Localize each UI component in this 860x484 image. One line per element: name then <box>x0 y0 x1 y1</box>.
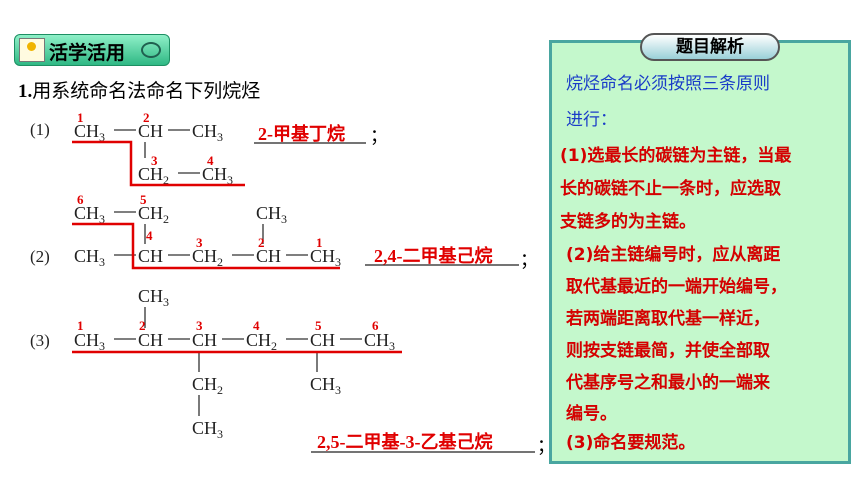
answer-2-punct: ； <box>520 250 538 270</box>
answer-1-punct: ； <box>370 126 388 146</box>
s3-ch3-sub: CH3 <box>310 374 341 397</box>
panel-rule-line-8: 代基序号之和最小的一端来 <box>566 373 770 393</box>
question-body: 用系统命名法命名下列烷烃 <box>32 80 261 102</box>
structural-formulas: CH3 CH CH3 CH2 CH3 CH3 CH2 CH3 CH3 CH CH… <box>72 110 535 453</box>
s2-num-5: 5 <box>140 192 147 207</box>
section-badge: 活学活用 <box>14 34 170 66</box>
panel-rule-line-2: 长的碳链不止一条时，应选取 <box>560 179 781 199</box>
s2-main-chain <box>72 222 340 270</box>
item-2-label: (2) <box>30 247 50 266</box>
panel-rule-line-7: 则按支链最简，并使全部取 <box>566 341 770 361</box>
s2-num-2: 2 <box>258 235 265 250</box>
answer-3: 2,5-二甲基-3-乙基己烷 <box>317 432 493 452</box>
s3-ch2-branch: CH2 <box>192 374 223 397</box>
panel-rule-line-9: 编号。 <box>566 404 617 424</box>
magnifier-icon <box>19 38 45 62</box>
s3-ch2: CH2 <box>246 330 277 353</box>
panel-rule-line-1: (1)选最长的碳链为主链，当最 <box>560 146 792 166</box>
item-3-label: (3) <box>30 331 50 350</box>
s1-main-chain <box>72 140 245 187</box>
s2-ch3-top: CH3 <box>74 203 105 226</box>
s3-num-5: 5 <box>315 318 322 333</box>
s1-ch3-right: CH3 <box>192 121 223 144</box>
question-text: 1.用系统命名法命名下列烷烃 <box>18 76 260 103</box>
structure-3: CH3 CH3 CH CH CH2 CH CH3 CH2 CH3 CH3 <box>74 286 395 441</box>
panel-rule-line-5: 取代基最近的一端开始编号， <box>566 277 787 297</box>
s3-ch3-right: CH3 <box>364 330 395 353</box>
structure-1: CH3 CH CH3 CH2 CH3 <box>74 121 233 187</box>
s3-num-3: 3 <box>196 318 203 333</box>
s2-ch3-right: CH3 <box>310 246 341 269</box>
s2-ch3-sub: CH3 <box>256 203 287 226</box>
s2-ch2-b: CH <box>256 246 281 266</box>
s2-ch2: CH2 <box>192 246 223 269</box>
s2-ch2-top: CH2 <box>138 203 169 226</box>
item-1-label: (1) <box>30 120 50 139</box>
answer-1: 2-甲基丁烷 <box>258 124 345 144</box>
structure-2: CH3 CH2 CH3 CH3 CH CH2 CH CH3 <box>74 203 341 269</box>
s1-ch3-left: CH3 <box>74 121 105 144</box>
s1-num-1: 1 <box>77 110 84 125</box>
panel-title: 题目解析 <box>640 33 780 61</box>
s3-ch3-top: CH3 <box>138 286 169 309</box>
s2-num-6: 6 <box>77 192 84 207</box>
oval-icon <box>141 42 161 58</box>
s2-num-3: 3 <box>196 235 203 250</box>
s2-num-1: 1 <box>316 235 323 250</box>
s1-ch2: CH2 <box>138 164 169 187</box>
s1-num-4: 4 <box>207 153 214 168</box>
panel-intro-1: 烷烃命名必须按照三条原则 <box>566 74 770 94</box>
s1-ch3-branch: CH3 <box>202 164 233 187</box>
s1-num-2: 2 <box>143 110 150 125</box>
badge-label: 活学活用 <box>49 42 126 64</box>
s2-num-4: 4 <box>146 228 153 243</box>
panel-rule-line-6: 若两端距离取代基一样近， <box>566 309 770 329</box>
s3-ch3-left: CH3 <box>74 330 105 353</box>
s1-ch: CH <box>138 121 163 141</box>
s3-num-6: 6 <box>372 318 379 333</box>
s3-ch-a: CH <box>138 330 163 350</box>
panel-intro-2: 进行： <box>566 110 617 130</box>
panel-rule-line-3: 支链多的为主链。 <box>560 212 696 232</box>
s3-ch-b: CH <box>192 330 217 350</box>
s2-ch3-left: CH3 <box>74 246 105 269</box>
s3-num-1: 1 <box>77 318 84 333</box>
s3-num-2: 2 <box>139 318 146 333</box>
s2-ch: CH <box>138 246 163 266</box>
s3-ch3-branch: CH3 <box>192 418 223 441</box>
panel-rule-line-4: (2)给主链编号时，应从离距 <box>566 245 781 265</box>
answer-2: 2,4-二甲基己烷 <box>374 246 493 266</box>
question-number: 1. <box>18 81 33 102</box>
s1-num-3: 3 <box>151 153 158 168</box>
s3-ch-c: CH <box>310 330 335 350</box>
s3-num-4: 4 <box>253 318 260 333</box>
panel-rule-line-10: (3)命名要规范。 <box>566 433 696 453</box>
